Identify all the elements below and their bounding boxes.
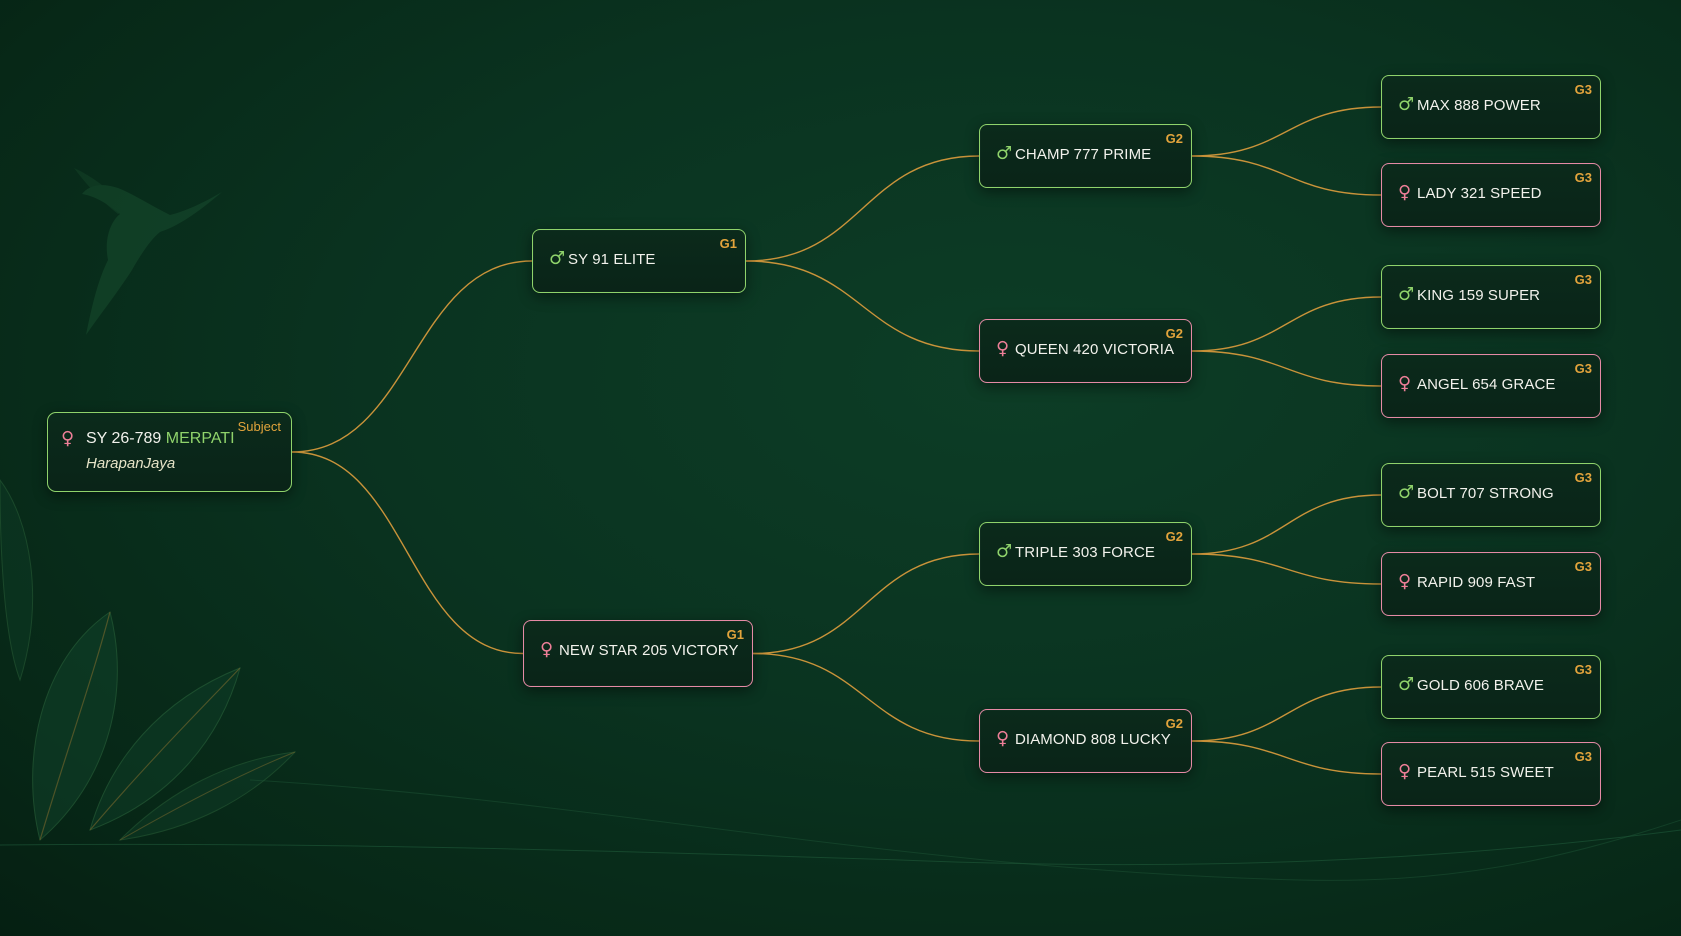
ancestor-node-g3h[interactable]: ♀ PEARL 515 SWEET G3: [1381, 742, 1601, 806]
link-g1a-g2a: [745, 155, 980, 262]
female-symbol-icon: ♀: [61, 428, 75, 449]
generation-label: G2: [1165, 326, 1183, 341]
generation-label: G3: [1574, 170, 1592, 185]
subject-card[interactable]: ♀ SY 26-789 MERPATI HarapanJaya Subject: [47, 412, 292, 492]
generation-label: G2: [1165, 529, 1183, 544]
ancestor-node-g3g[interactable]: ♂GOLD 606 BRAVE G3: [1381, 655, 1601, 719]
ancestor-name: QUEEN 420 VICTORIA: [1015, 341, 1175, 358]
generation-label: G3: [1574, 662, 1592, 677]
ancestor-name: SY 91 ELITE: [568, 251, 656, 268]
male-symbol-icon: ♂: [996, 143, 1013, 164]
link-subject-g1b: [291, 451, 524, 655]
link-g2c-g3e: [1191, 494, 1382, 555]
generation-label: G3: [1574, 559, 1592, 574]
ancestor-node-g1a[interactable]: ♂SY 91 ELITE G1: [532, 229, 746, 293]
ancestor-node-g3e[interactable]: ♂BOLT 707 STRONG G3: [1381, 463, 1601, 527]
link-g2b-g3c: [1191, 296, 1382, 352]
link-g2b-g3d: [1191, 350, 1382, 387]
ancestor-name: CHAMP 777 PRIME: [1015, 146, 1152, 163]
ancestor-node-g3a[interactable]: ♂MAX 888 POWER G3: [1381, 75, 1601, 139]
link-g1a-g2b: [745, 260, 980, 352]
female-symbol-icon: ♀: [1398, 761, 1412, 782]
male-symbol-icon: ♂: [1398, 482, 1415, 503]
ancestor-name: RAPID 909 FAST: [1417, 574, 1536, 591]
generation-label: G3: [1574, 361, 1592, 376]
ancestor-node-g2a[interactable]: ♂CHAMP 777 PRIME G2: [979, 124, 1192, 188]
link-g2d-g3h: [1191, 740, 1382, 775]
link-g2d-g3g: [1191, 686, 1382, 742]
ancestor-name: LADY 321 SPEED: [1417, 185, 1542, 202]
ancestor-node-g3d[interactable]: ♀ ANGEL 654 GRACE G3: [1381, 354, 1601, 418]
ancestor-name: NEW STAR 205 VICTORY: [559, 642, 739, 659]
male-symbol-icon: ♂: [1398, 674, 1415, 695]
ancestor-name: BOLT 707 STRONG: [1417, 485, 1554, 502]
subject-owner: HarapanJaya: [86, 455, 176, 472]
generation-label: G1: [726, 627, 744, 642]
ancestor-name: ANGEL 654 GRACE: [1417, 376, 1556, 393]
female-symbol-icon: ♀: [1398, 571, 1412, 592]
female-symbol-icon: ♀: [1398, 373, 1412, 394]
ancestor-node-g3b[interactable]: ♀ LADY 321 SPEED G3: [1381, 163, 1601, 227]
link-g2c-g3f: [1191, 553, 1382, 585]
generation-label: G3: [1574, 82, 1592, 97]
female-symbol-icon: ♀: [1398, 182, 1412, 203]
ancestor-name: TRIPLE 303 FORCE: [1015, 544, 1155, 561]
male-symbol-icon: ♂: [996, 541, 1013, 562]
ancestor-node-g2c[interactable]: ♂TRIPLE 303 FORCE G2: [979, 522, 1192, 586]
male-symbol-icon: ♂: [549, 248, 566, 269]
subject-name: SY 26-789 MERPATI: [86, 430, 235, 448]
generation-label: G2: [1165, 131, 1183, 146]
subject-bird-name: MERPATI: [165, 430, 235, 447]
female-symbol-icon: ♀: [540, 639, 554, 660]
ancestor-node-g3c[interactable]: ♂KING 159 SUPER G3: [1381, 265, 1601, 329]
ancestor-node-g3f[interactable]: ♀ RAPID 909 FAST G3: [1381, 552, 1601, 616]
female-symbol-icon: ♀: [996, 338, 1010, 359]
ancestor-name: MAX 888 POWER: [1417, 97, 1541, 114]
link-g2a-g3a: [1191, 106, 1382, 157]
link-g1b-g2d: [752, 652, 980, 742]
female-symbol-icon: ♀: [996, 728, 1010, 749]
ancestor-name: PEARL 515 SWEET: [1417, 764, 1554, 781]
generation-label: G3: [1574, 749, 1592, 764]
ancestor-name: GOLD 606 BRAVE: [1417, 677, 1545, 694]
link-g2a-g3b: [1191, 155, 1382, 196]
generation-label: G3: [1574, 470, 1592, 485]
ancestor-name: KING 159 SUPER: [1417, 287, 1541, 304]
generation-label: G3: [1574, 272, 1592, 287]
link-subject-g1a: [291, 260, 533, 453]
leaf-decoration-icon: [0, 479, 297, 841]
generation-label: G2: [1165, 716, 1183, 731]
male-symbol-icon: ♂: [1398, 284, 1415, 305]
hummingbird-watermark-icon: [74, 168, 222, 335]
male-symbol-icon: ♂: [1398, 94, 1415, 115]
subject-id: SY 26-789: [86, 430, 162, 447]
ancestor-name: DIAMOND 808 LUCKY: [1015, 731, 1171, 748]
link-g1b-g2c: [752, 553, 980, 655]
generation-label: G1: [719, 236, 737, 251]
subject-tag: Subject: [237, 419, 281, 434]
